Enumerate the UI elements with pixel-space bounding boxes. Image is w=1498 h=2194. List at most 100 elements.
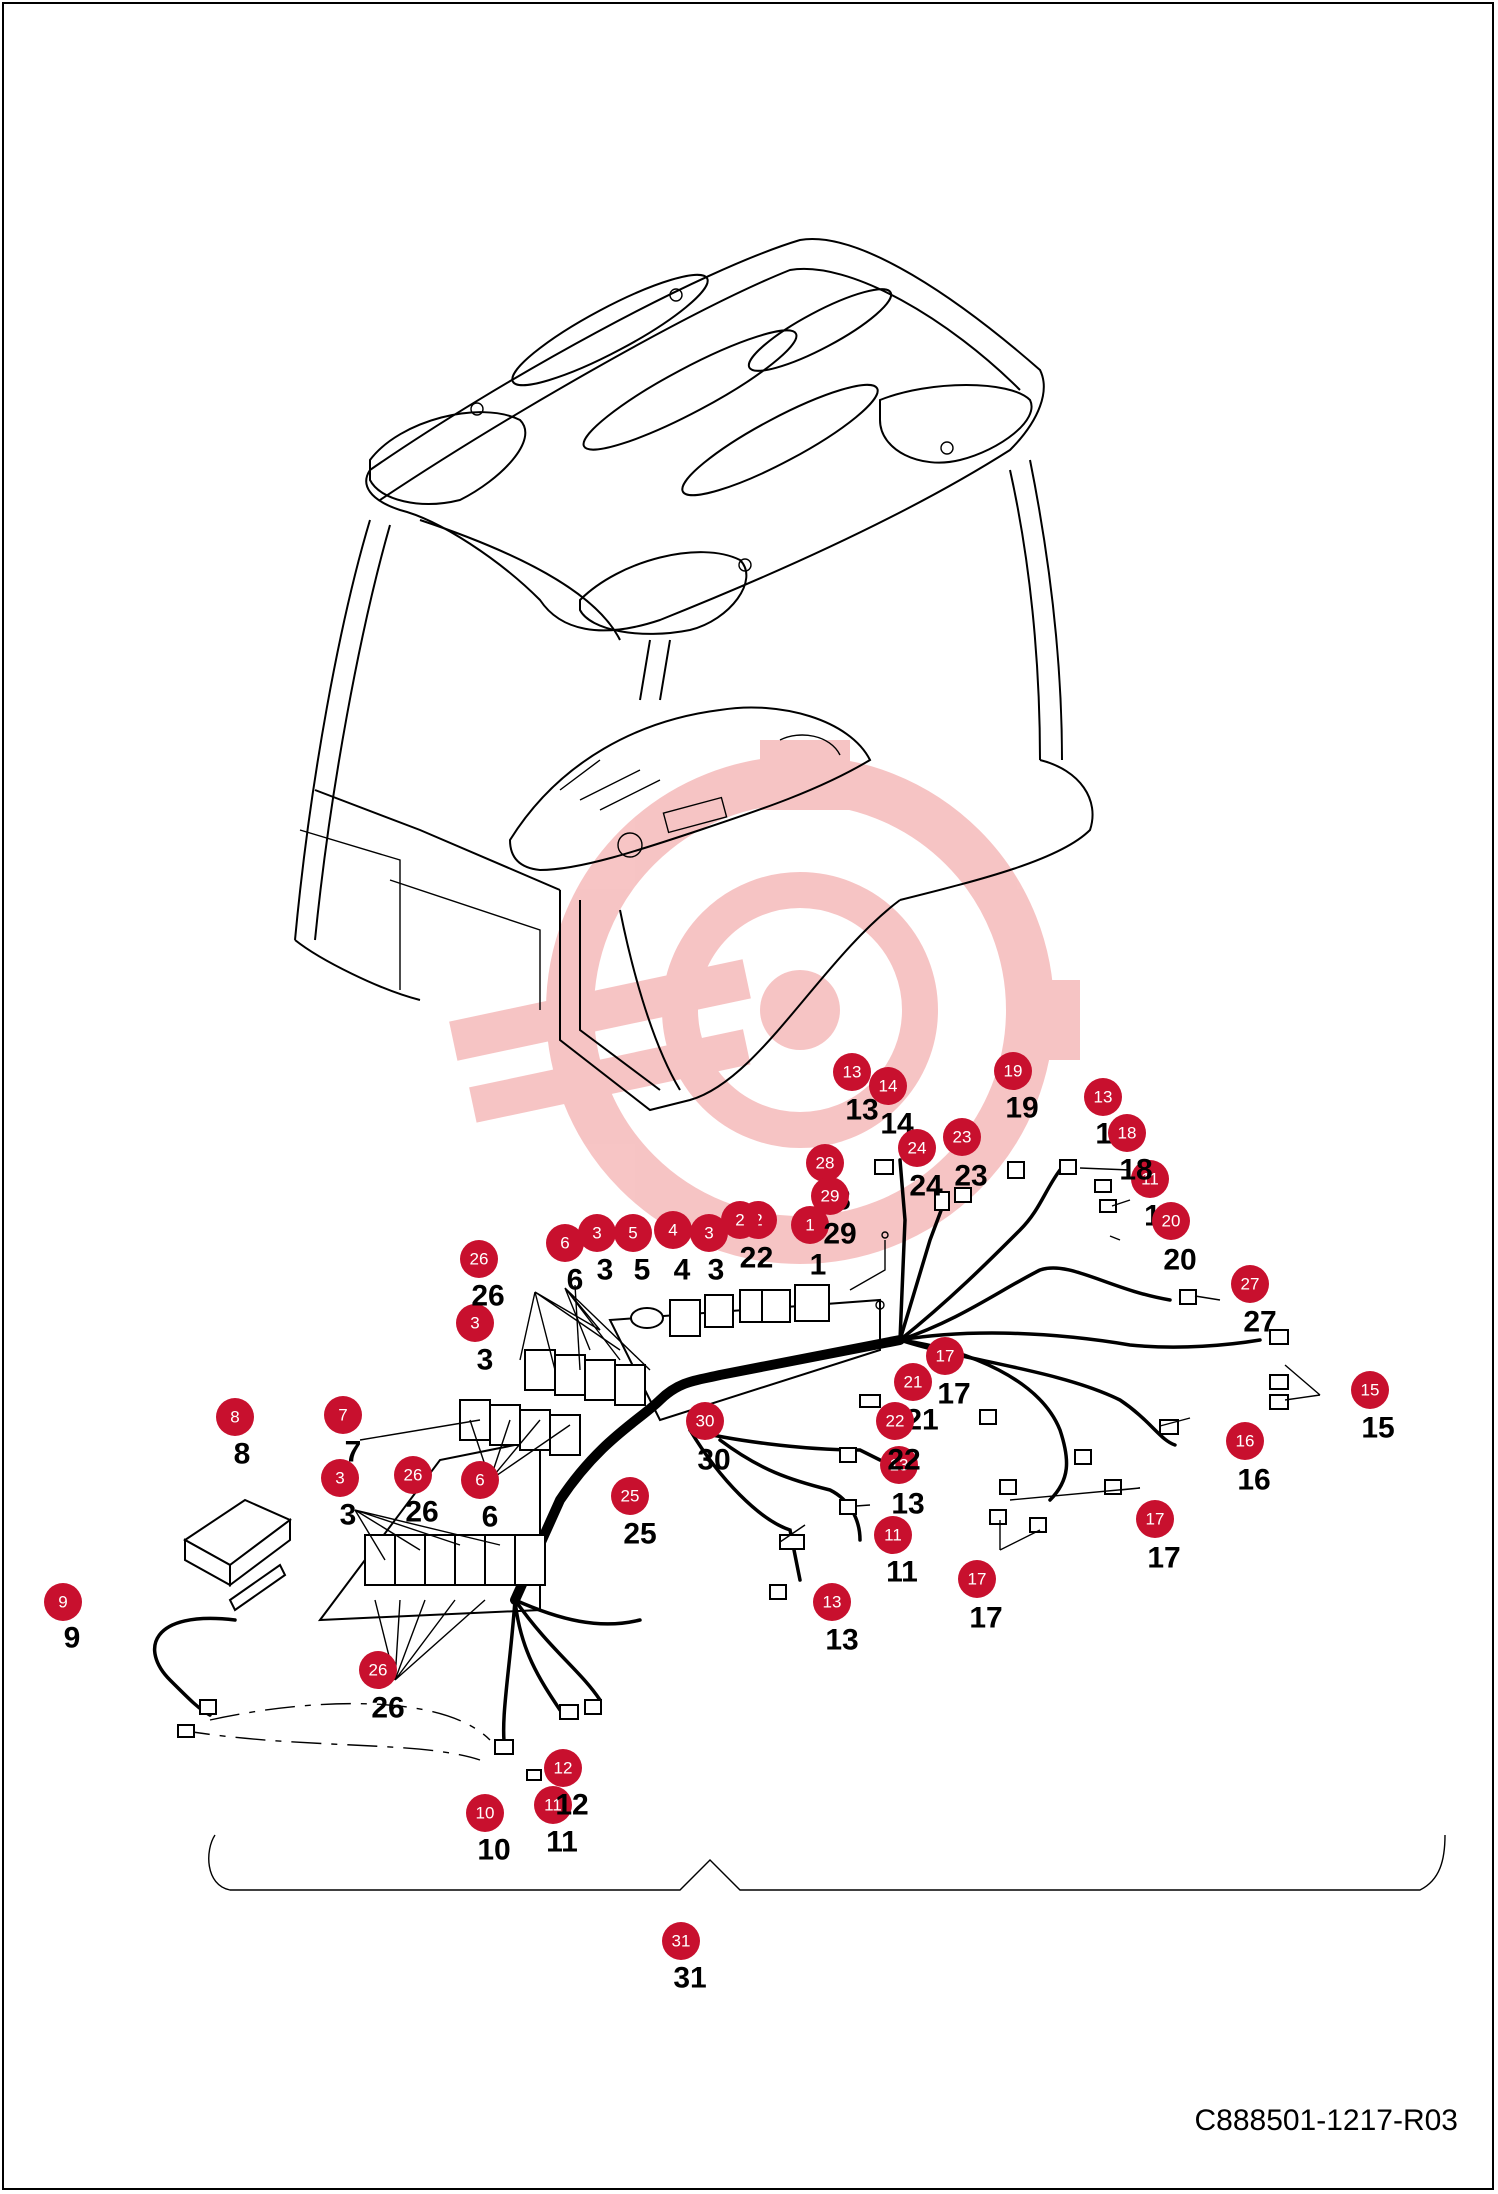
part-number-label: 26 (405, 1496, 438, 1529)
part-number-label: 29 (823, 1218, 856, 1251)
leader-lines (354, 1167, 1321, 1681)
part-number-label: 26 (471, 1280, 504, 1313)
callout-bubble-label: 6 (560, 1234, 569, 1253)
part-number-label: 26 (371, 1692, 404, 1725)
callout-c3b: 33 (690, 1214, 728, 1287)
callout-c6a: 66 (546, 1224, 584, 1297)
callout-bubble (461, 1461, 499, 1499)
callout-bubble (321, 1459, 359, 1497)
callout-bubble-label: 16 (1236, 1432, 1255, 1451)
callout-c9: 99 (44, 1583, 82, 1655)
callout-bubble-label: 22 (886, 1412, 905, 1431)
part-number-label: 17 (937, 1378, 970, 1411)
part-number-label: 17 (1147, 1542, 1180, 1575)
callout-bubble (1351, 1371, 1389, 1409)
callout-bubble (359, 1651, 397, 1689)
part-number-label: 20 (1163, 1244, 1196, 1277)
callout-bubble-label: 17 (1146, 1510, 1165, 1529)
callout-bubble-label: 11 (884, 1526, 902, 1545)
callout-bubble (943, 1118, 981, 1156)
callout-bubble-label: 18 (1118, 1124, 1137, 1143)
callout-c7: 77 (324, 1396, 362, 1469)
callout-bubble-label: 30 (696, 1412, 715, 1431)
main-wire-harness (153, 1158, 1262, 1761)
callout-bubble (811, 1177, 849, 1215)
part-number-label: 3 (477, 1344, 494, 1377)
callout-bubble (898, 1129, 936, 1167)
part-number-label: 13 (891, 1488, 924, 1521)
callout-bubble-label: 25 (621, 1487, 640, 1506)
part-number-label: 31 (673, 1962, 706, 1995)
part-number-label: 24 (909, 1170, 943, 1203)
canopy-roof (365, 238, 1045, 641)
callout-bubble (44, 1583, 82, 1621)
callout-bubble-label: 23 (953, 1128, 972, 1147)
callout-bubble-label: 3 (470, 1314, 479, 1333)
callout-bubble-label: 29 (821, 1187, 840, 1206)
callout-bubble-label: 2 (735, 1211, 744, 1230)
callout-bubble (546, 1224, 584, 1262)
part-number-label: 5 (634, 1254, 651, 1287)
callout-bubble (994, 1052, 1032, 1090)
part-number-label: 4 (674, 1254, 691, 1287)
callout-bubble (1136, 1500, 1174, 1538)
callout-bubble (662, 1922, 700, 1960)
callout-c6b: 66 (461, 1461, 499, 1534)
callout-bubble-label: 21 (904, 1373, 923, 1392)
callout-bubble (876, 1402, 914, 1440)
callout-bubble (686, 1402, 724, 1440)
callout-bubble-label: 20 (1162, 1212, 1181, 1231)
callout-bubble (1108, 1114, 1146, 1152)
callout-bubble (466, 1794, 504, 1832)
callout-bubble (1152, 1202, 1190, 1240)
part-number-label: 13 (845, 1094, 878, 1127)
part-number-label: 11 (546, 1826, 578, 1859)
callout-bubble (460, 1240, 498, 1278)
assembly-bracket (208, 1834, 1446, 1891)
part-number-label: 27 (1243, 1306, 1276, 1339)
callout-bubble (874, 1516, 912, 1554)
callout-bubble-label: 24 (908, 1139, 927, 1158)
callout-bubble-label: 26 (369, 1661, 388, 1680)
callout-bubble-label: 28 (816, 1154, 835, 1173)
callout-bubble-label: 11 (1141, 1170, 1159, 1189)
part-number-label: 6 (482, 1501, 499, 1534)
part-number-label: 16 (1237, 1464, 1270, 1497)
part-number-label: 7 (345, 1436, 362, 1469)
callout-bubble (813, 1583, 851, 1621)
callout-bubble (216, 1398, 254, 1436)
dashboard-console (508, 706, 872, 872)
part-number-label: 2 (740, 1242, 757, 1275)
callout-bubble (614, 1214, 652, 1252)
callout-bubble-label: 9 (58, 1593, 67, 1612)
callout-bubble (880, 1446, 918, 1484)
part-number-label: 19 (1005, 1092, 1038, 1125)
callout-bubble-label: 13 (890, 1456, 909, 1475)
part-number-label: 3 (597, 1254, 614, 1287)
callout-bubble (1084, 1078, 1122, 1116)
callout-bubble-label: 7 (338, 1406, 347, 1425)
callout-bubble (578, 1214, 616, 1252)
callout-bubble-label: 3 (592, 1224, 601, 1243)
callout-c2b: 22 (721, 1201, 759, 1275)
callout-bubble (654, 1211, 692, 1249)
callout-bubble-label: 31 (672, 1932, 691, 1951)
callout-bubble-label: 1 (805, 1216, 814, 1235)
canopy-frame (294, 459, 1094, 1112)
callout-c8: 88 (216, 1398, 254, 1471)
drawing-code: C888501-1217-R03 (1194, 2104, 1458, 2137)
